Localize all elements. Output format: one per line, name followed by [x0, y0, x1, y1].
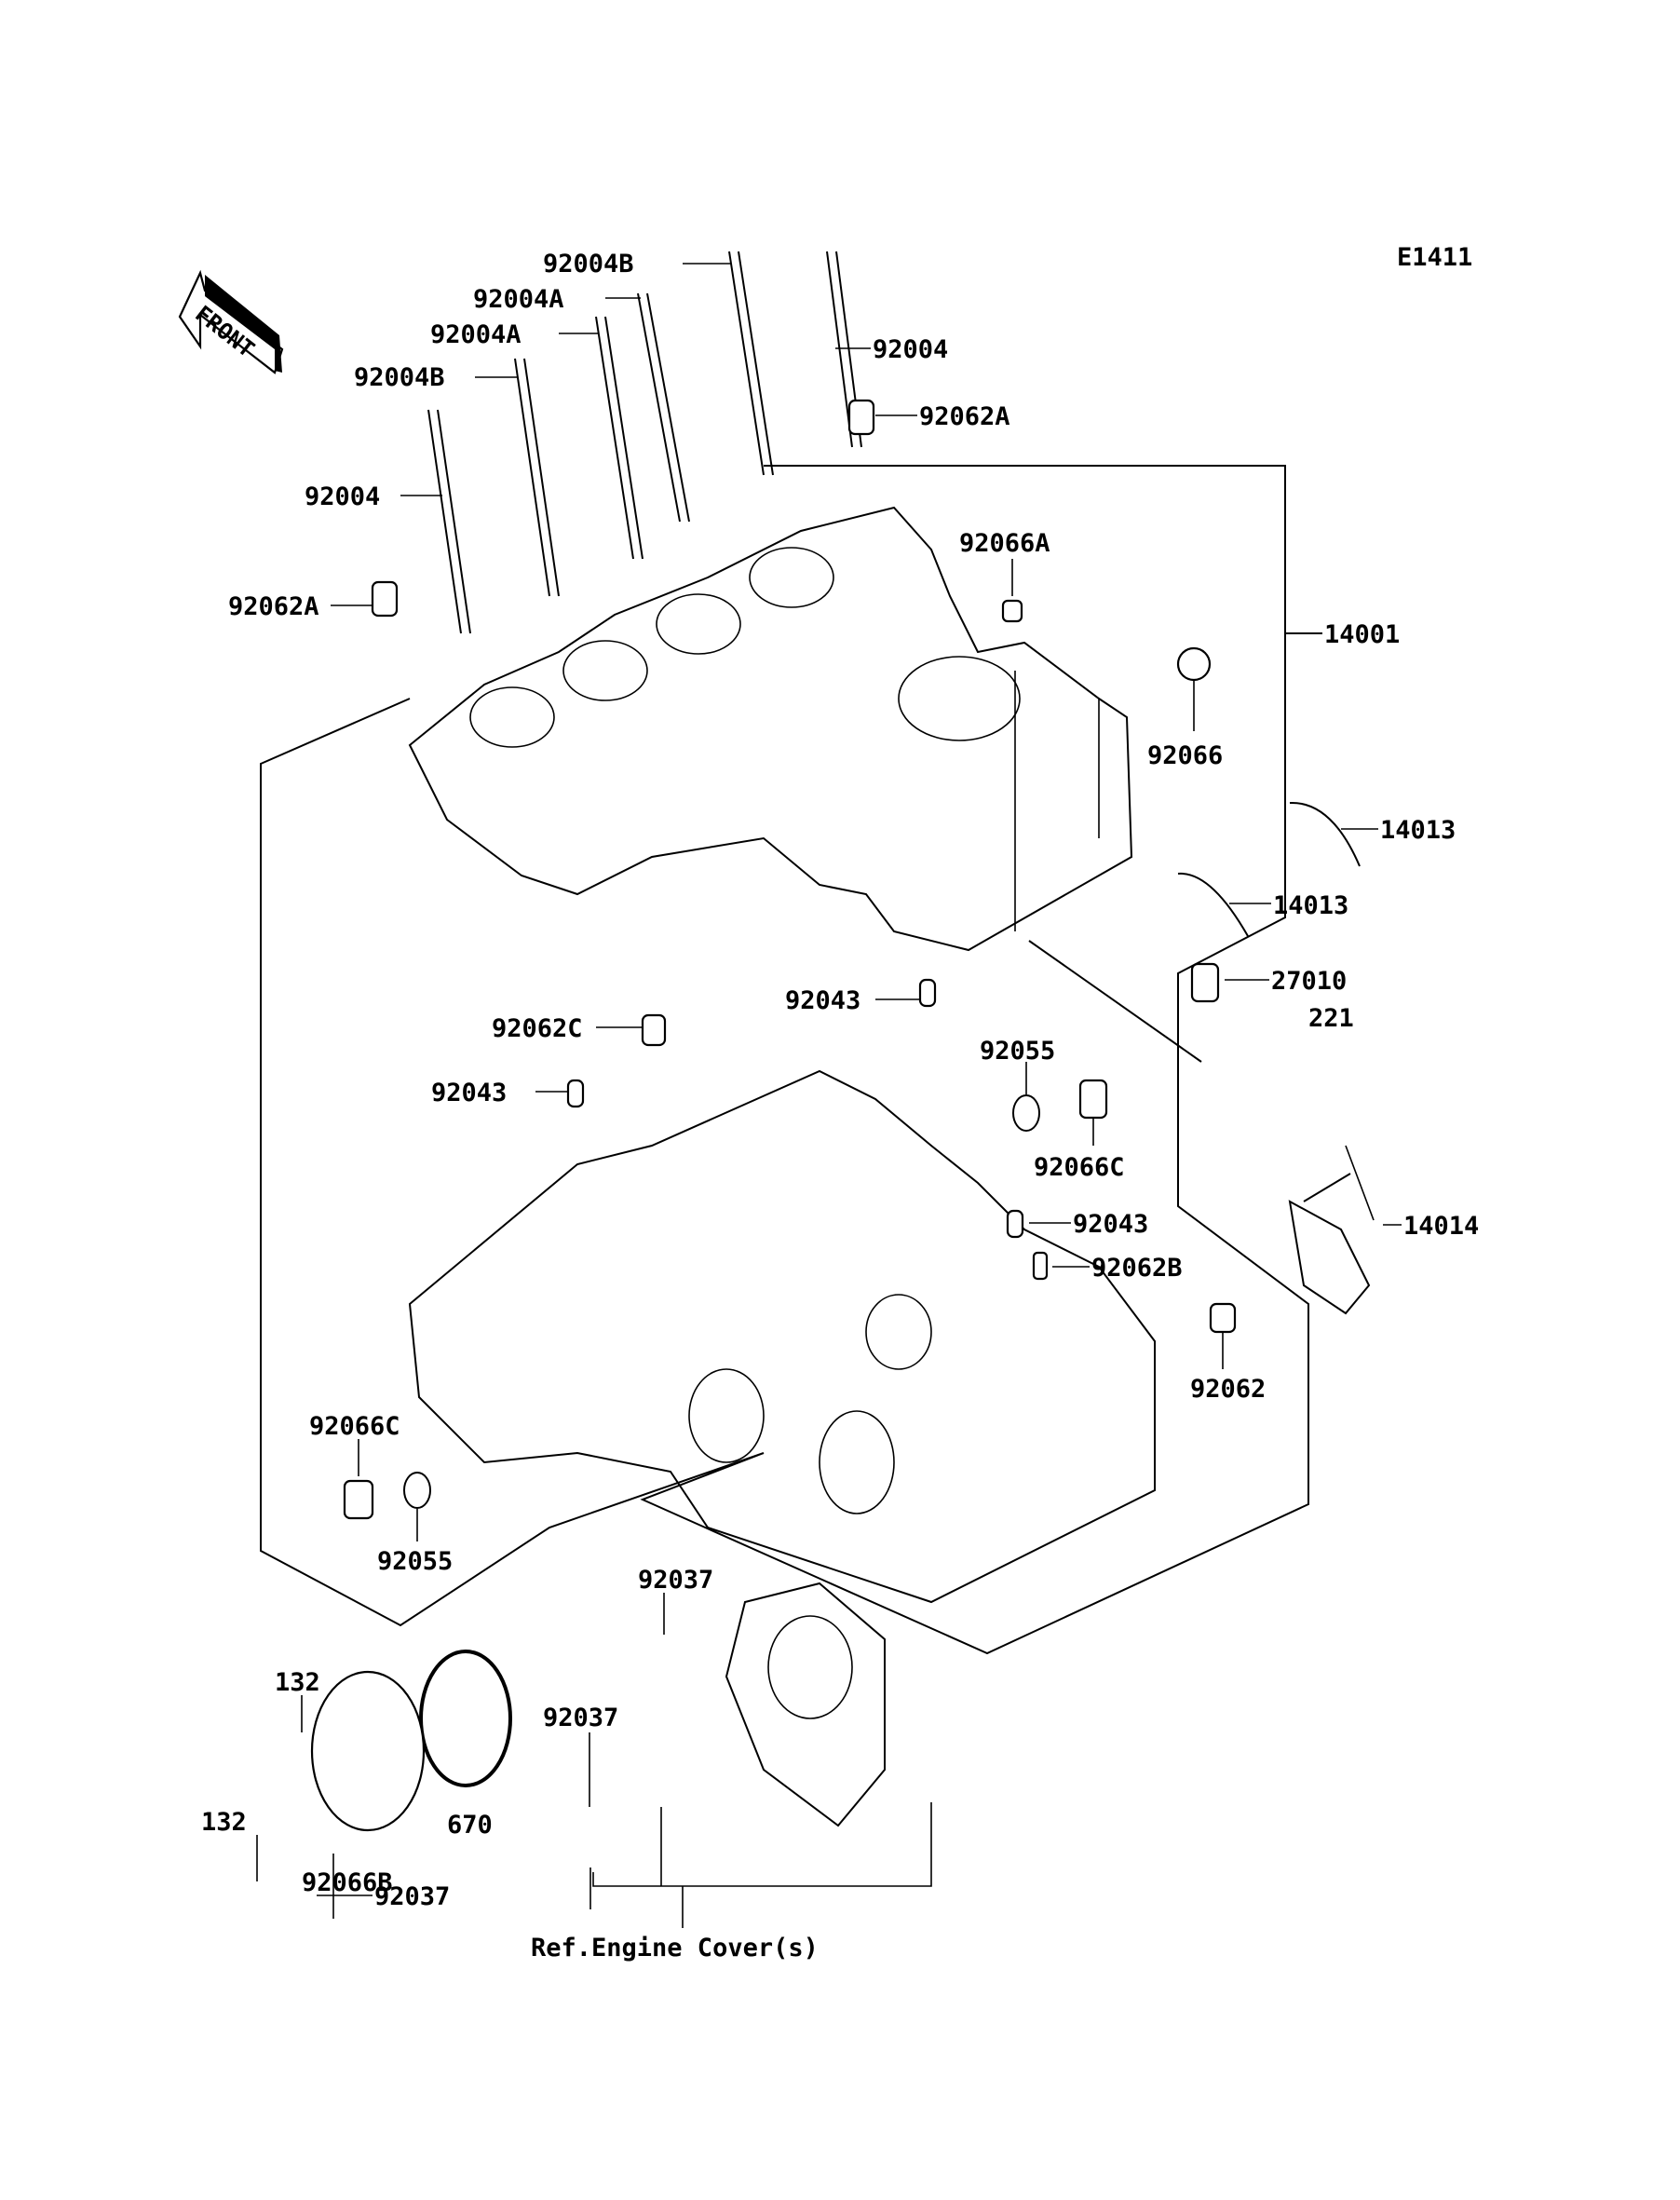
- part-label[interactable]: 92055: [980, 1037, 1055, 1066]
- part-label[interactable]: 221: [1308, 1004, 1354, 1033]
- part-label[interactable]: 92004B: [354, 363, 445, 392]
- part-label[interactable]: 92066C: [309, 1412, 400, 1441]
- part-label[interactable]: 92037: [638, 1566, 713, 1595]
- front-arrow-icon: FRONT: [178, 269, 284, 374]
- lower-crankcase: [408, 1069, 1156, 1604]
- part-label[interactable]: 14013: [1380, 816, 1456, 845]
- part-label[interactable]: 14013: [1273, 891, 1348, 920]
- upper-crankcase: [408, 506, 1133, 952]
- part-label[interactable]: 92066A: [959, 529, 1050, 558]
- part-label[interactable]: 92062A: [919, 402, 1010, 431]
- part-label[interactable]: 14014: [1403, 1212, 1479, 1241]
- small-parts: [310, 399, 1371, 1832]
- part-label[interactable]: 92004B: [543, 250, 634, 278]
- part-label[interactable]: 27010: [1271, 967, 1347, 996]
- part-label[interactable]: 132: [201, 1808, 247, 1837]
- part-label[interactable]: 92043: [785, 986, 860, 1015]
- part-label[interactable]: 92062C: [492, 1014, 583, 1043]
- assembly-boundary: [260, 465, 1322, 1655]
- part-label[interactable]: 92055: [377, 1547, 453, 1576]
- reference-note: Ref.Engine Cover(s): [531, 1934, 819, 1962]
- part-label[interactable]: 670: [447, 1811, 493, 1840]
- part-label[interactable]: 92004A: [430, 320, 522, 349]
- part-label[interactable]: 14001: [1324, 620, 1400, 649]
- part-label[interactable]: 92066C: [1034, 1153, 1125, 1182]
- part-labels: 92004B 92004A 92004A 92004B 92004 92004 …: [201, 250, 1479, 1962]
- leader-lines: [256, 263, 1402, 1928]
- part-label[interactable]: 92037: [543, 1704, 618, 1732]
- part-label[interactable]: 92062A: [228, 592, 319, 621]
- part-label[interactable]: 92043: [1073, 1210, 1148, 1239]
- part-label[interactable]: 132: [275, 1668, 320, 1697]
- part-label[interactable]: 92066B: [302, 1868, 393, 1897]
- part-label[interactable]: 92043: [431, 1079, 507, 1107]
- part-label[interactable]: 92062B: [1091, 1254, 1183, 1283]
- diagram-code: E1411: [1397, 243, 1472, 272]
- part-label[interactable]: 92066: [1147, 741, 1223, 770]
- part-label[interactable]: 92062: [1190, 1375, 1266, 1404]
- part-label[interactable]: 92004: [305, 482, 380, 511]
- part-label[interactable]: 92037: [374, 1882, 450, 1911]
- part-label[interactable]: 92004A: [473, 285, 564, 314]
- part-label[interactable]: 92004: [873, 335, 948, 364]
